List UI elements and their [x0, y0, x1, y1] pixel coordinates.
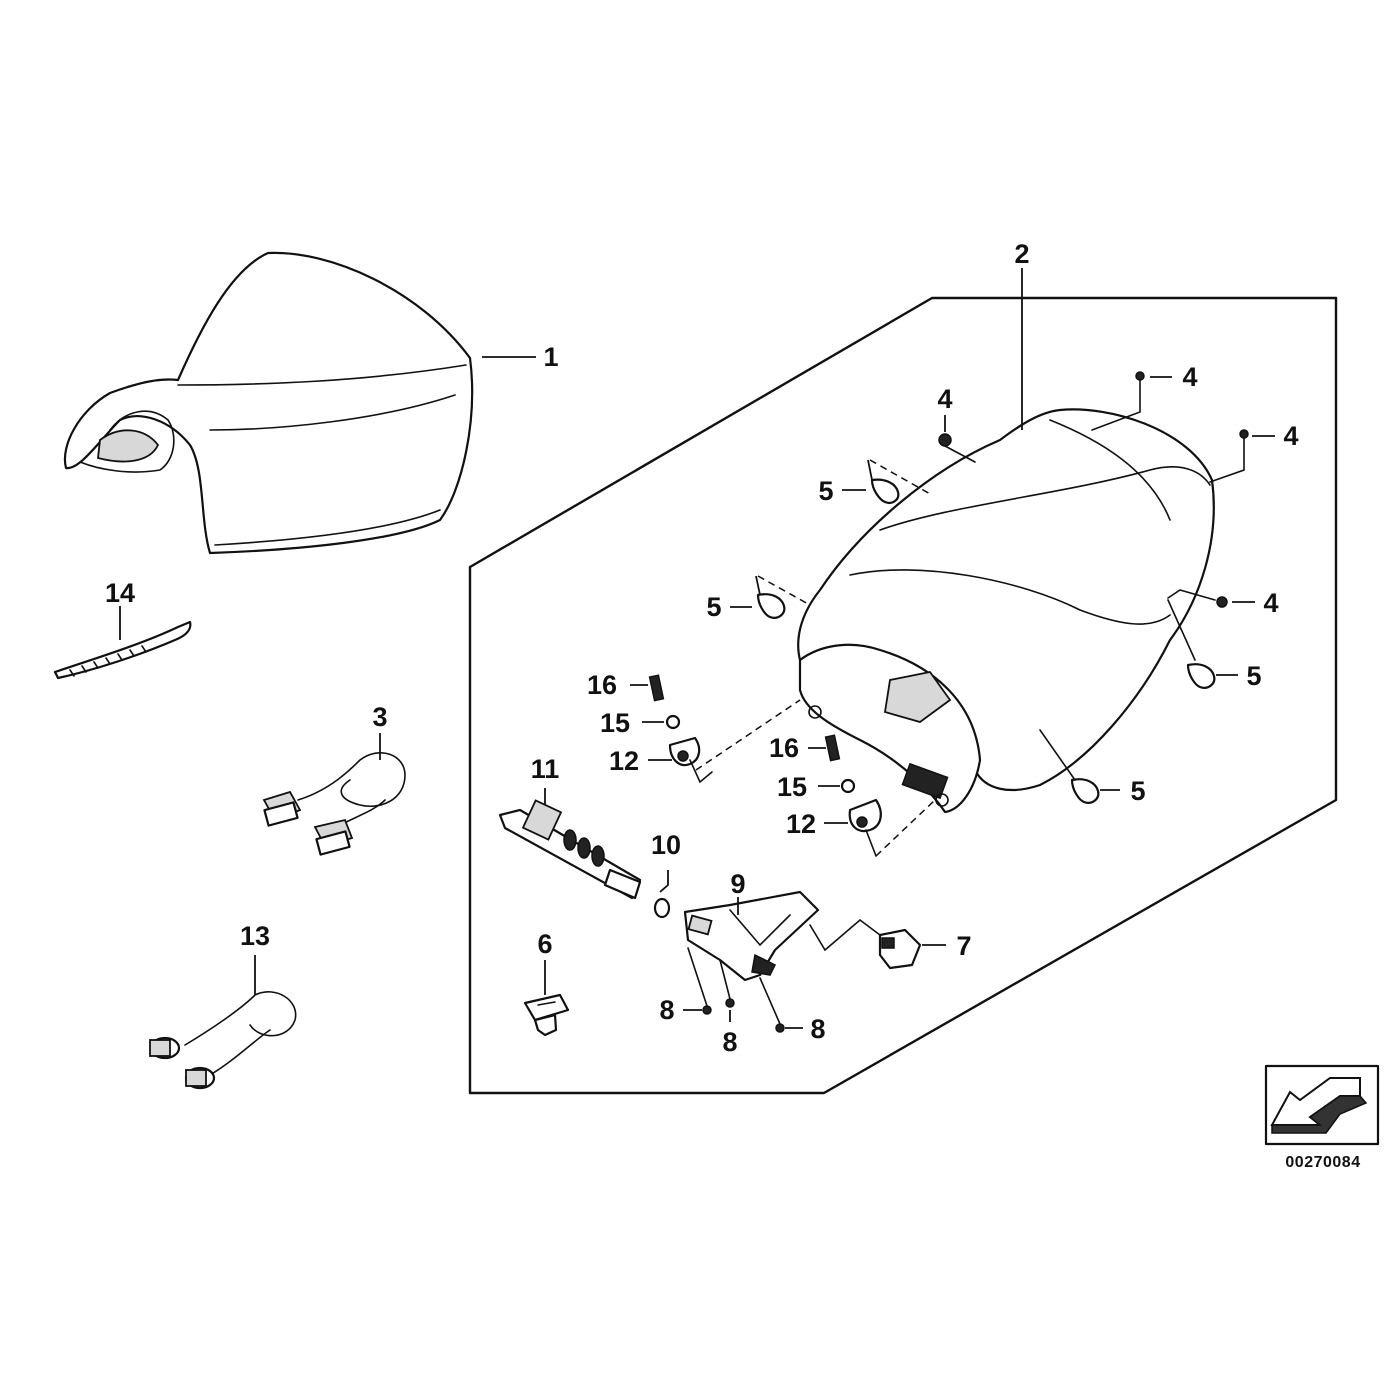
callout-5: 5	[706, 592, 722, 622]
dash-12b	[875, 799, 936, 857]
screw-part	[938, 371, 1249, 608]
callout-15: 15	[776, 772, 808, 802]
leader-5c-line	[1167, 599, 1196, 661]
callout-13: 13	[239, 921, 271, 951]
rider-seat-part	[63, 251, 474, 555]
callout-8: 8	[722, 1027, 738, 1057]
callout-15: 15	[599, 708, 631, 738]
cable-round-connectors-part	[149, 991, 297, 1090]
dash-5b	[757, 575, 811, 606]
direction-arrow-icon	[1264, 1064, 1380, 1146]
callout-10: 10	[650, 830, 682, 860]
small-screw-part	[687, 947, 785, 1033]
lock-bracket-part	[683, 890, 820, 982]
lock-cylinder-part	[878, 928, 922, 970]
passenger-seat-part	[797, 408, 1215, 814]
circlip-part	[653, 870, 671, 919]
bolt-washer-bracket-right	[824, 734, 882, 833]
release-cable-part	[498, 799, 642, 900]
bolt-washer-bracket-left	[648, 674, 701, 767]
leader-5b-tick	[755, 575, 761, 596]
callout-12: 12	[785, 809, 817, 839]
callout-16: 16	[586, 670, 618, 700]
tick-12b	[865, 829, 877, 857]
callout-4: 4	[937, 384, 953, 414]
callout-6: 6	[537, 929, 553, 959]
clip-nut-part	[523, 993, 570, 1037]
callout-8: 8	[810, 1014, 826, 1044]
callout-4: 4	[1283, 421, 1299, 451]
leader-5a-tick	[867, 459, 873, 481]
callout-5: 5	[1130, 776, 1146, 806]
callout-8: 8	[659, 995, 675, 1025]
callout-16: 16	[768, 733, 800, 763]
tick-12a	[689, 759, 713, 784]
callout-4: 4	[1263, 588, 1279, 618]
rubber-buffer-part	[756, 478, 1216, 804]
callout-12: 12	[608, 746, 640, 776]
callout-3: 3	[372, 702, 388, 732]
callout-4: 4	[1182, 362, 1198, 392]
callout-5: 5	[818, 476, 834, 506]
assembly-boundary	[468, 296, 1338, 1095]
leader-7-zig	[809, 918, 881, 952]
cable-harness-part	[262, 751, 406, 856]
callout-11: 11	[530, 754, 560, 784]
callout-2: 2	[1014, 239, 1030, 269]
leader-5d-line	[1039, 729, 1076, 781]
tool-strap-part	[53, 620, 192, 680]
dash-12a	[695, 699, 801, 771]
callout-5: 5	[1246, 661, 1262, 691]
callout-14: 14	[104, 578, 136, 608]
callout-1: 1	[543, 342, 559, 372]
callout-9: 9	[730, 869, 746, 899]
diagram-reference-number: 00270084	[1285, 1154, 1361, 1171]
callout-7: 7	[956, 931, 972, 961]
